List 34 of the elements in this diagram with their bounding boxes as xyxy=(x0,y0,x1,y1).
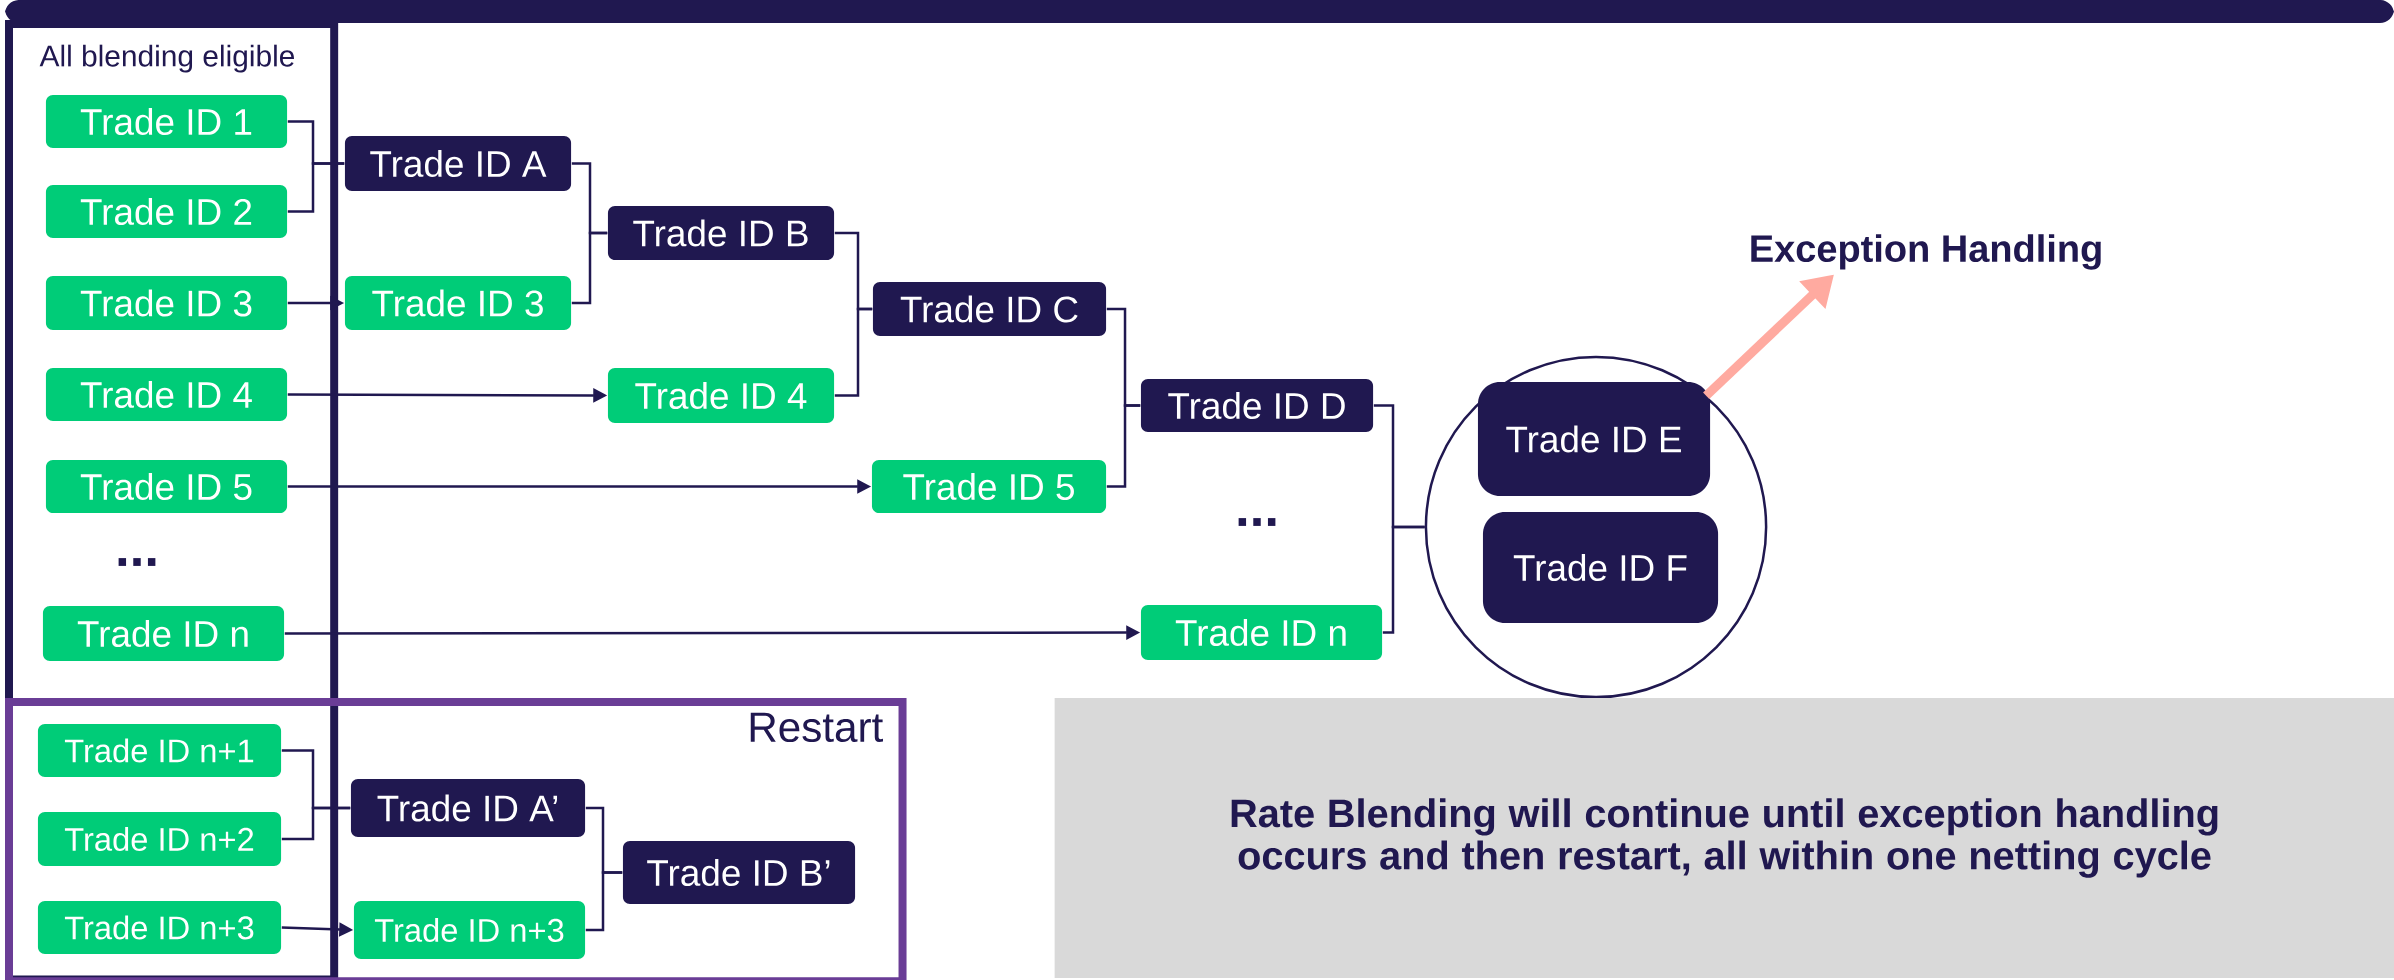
trade-box: Trade ID F xyxy=(1482,511,1719,624)
connector xyxy=(1106,404,1141,488)
connector xyxy=(571,231,608,305)
trade-box: Trade ID 3 xyxy=(45,275,288,330)
trade-box: Trade ID n+1 xyxy=(37,724,282,777)
trade-box: Trade ID 5 xyxy=(871,460,1107,513)
trade-box: Trade ID B’ xyxy=(622,841,856,904)
connector xyxy=(1382,525,1425,634)
trade-box: Trade ID 5 xyxy=(45,460,288,513)
note-box: Rate Blending will continue until exception handling occurs and then restart, all within one netting cycle xyxy=(1054,697,2394,979)
trade-box: Trade ID 3 xyxy=(344,275,572,330)
trade-box: Trade ID A’ xyxy=(350,778,586,837)
trade-box: Trade ID D xyxy=(1140,378,1374,432)
trade-box: Trade ID E xyxy=(1477,381,1711,496)
connector xyxy=(585,871,623,932)
trade-box: Trade ID 2 xyxy=(45,184,288,238)
trade-box: Trade ID 4 xyxy=(45,367,288,421)
ellipsis: ... xyxy=(1238,518,1276,526)
trade-box: Trade ID n+3 xyxy=(353,901,586,959)
connector xyxy=(281,806,351,841)
trade-box: Trade ID 1 xyxy=(45,94,288,148)
trade-box: Trade ID n+2 xyxy=(37,812,282,866)
trade-box: Trade ID A xyxy=(344,135,572,191)
trade-box: Trade ID B xyxy=(607,205,835,260)
trade-box: Trade ID 4 xyxy=(607,367,835,423)
trade-box: Trade ID n xyxy=(42,605,285,661)
connector xyxy=(287,162,345,213)
trade-box: Trade ID n xyxy=(1140,605,1383,660)
heading: Exception Handling xyxy=(1751,234,2101,270)
trade-box: Trade ID C xyxy=(872,281,1107,336)
connector xyxy=(834,307,873,397)
circle xyxy=(1424,355,1768,699)
trade-box: Trade ID n+3 xyxy=(37,901,282,954)
ellipsis: ... xyxy=(118,558,156,566)
